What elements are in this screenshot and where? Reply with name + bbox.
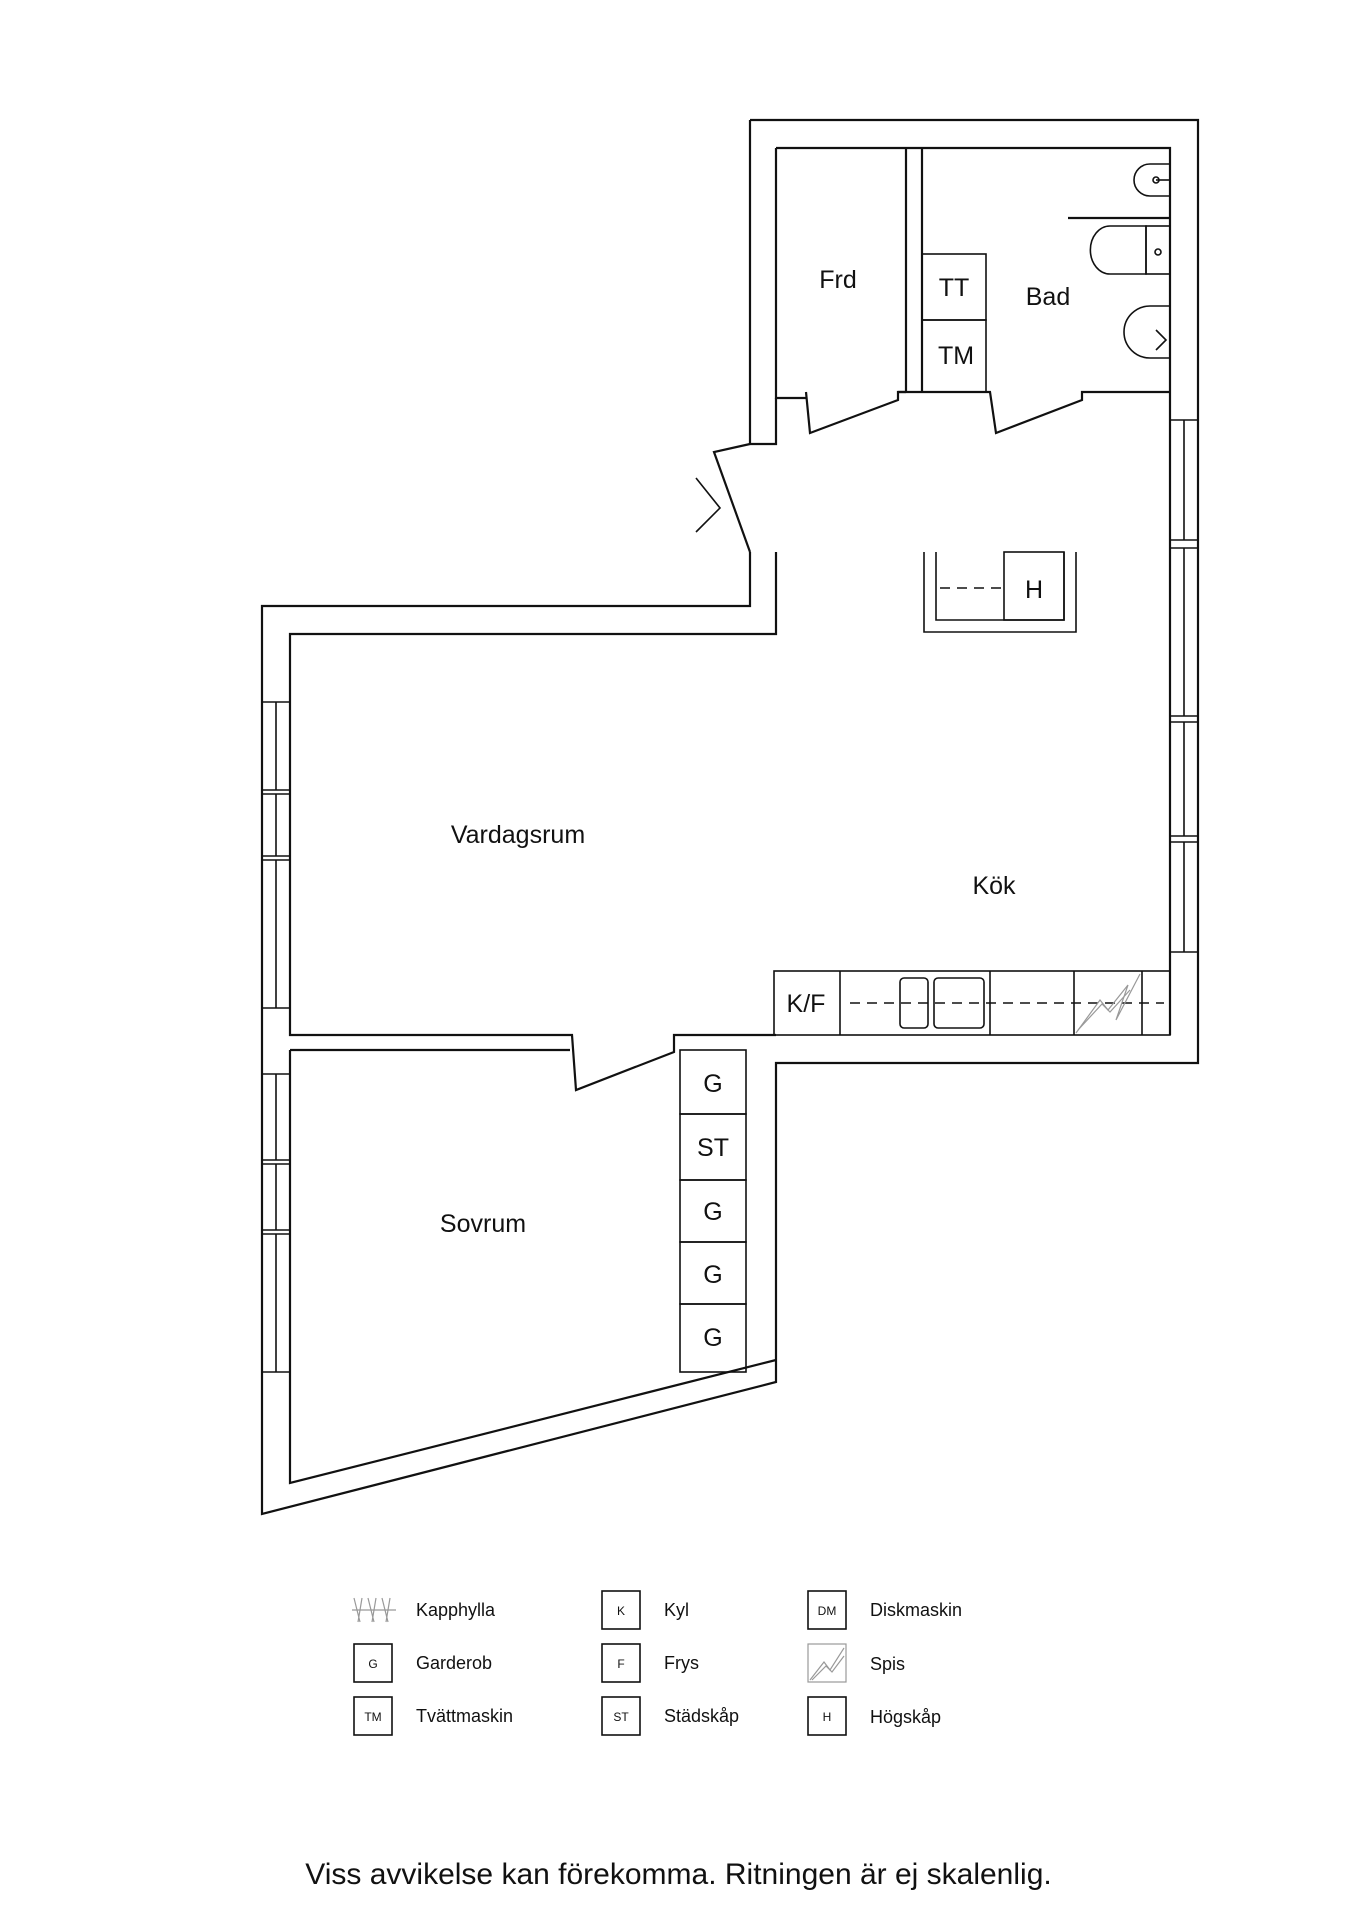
- room-label-bad: Bad: [1026, 283, 1070, 311]
- legend-label: Garderob: [416, 1653, 492, 1673]
- legend-code: DM: [818, 1604, 837, 1618]
- box-icon: [601, 1696, 641, 1736]
- legend: Kapphylla G Garderob TM Tvättmaskin K Ky…: [352, 1590, 962, 1736]
- interior-walls: [288, 148, 1171, 1485]
- box-icon: [601, 1590, 641, 1630]
- legend-item-tvattmaskin: TM Tvättmaskin: [353, 1696, 513, 1736]
- legend-code: F: [617, 1657, 624, 1671]
- legend-label: Kyl: [664, 1600, 689, 1620]
- legend-item-kapphylla: Kapphylla: [352, 1597, 496, 1623]
- room-label-frd: Frd: [819, 266, 857, 294]
- box-icon: [353, 1696, 393, 1736]
- wardrobe-label-3: G: [703, 1261, 722, 1289]
- legend-label: Städskåp: [664, 1706, 739, 1726]
- box-icon: [353, 1643, 393, 1683]
- tt-label: TT: [939, 274, 970, 302]
- room-label-kok: Kök: [972, 872, 1016, 900]
- tm-label: TM: [938, 342, 974, 370]
- legend-item-frys: F Frys: [601, 1643, 699, 1683]
- legend-code: ST: [613, 1710, 629, 1724]
- room-label-sovrum: Sovrum: [440, 1210, 526, 1238]
- legend-label: Diskmaskin: [870, 1600, 962, 1620]
- st-label: ST: [697, 1134, 729, 1162]
- wardrobe-label-4: G: [703, 1324, 722, 1352]
- room-label-vardagsrum: Vardagsrum: [451, 821, 585, 849]
- legend-item-diskmaskin: DM Diskmaskin: [807, 1590, 962, 1630]
- stove-icon: [807, 1643, 847, 1683]
- bathroom-fixtures: [1068, 163, 1171, 359]
- legend-item-garderob: G Garderob: [353, 1643, 492, 1683]
- room-labels: Frd Bad Vardagsrum Kök Sovrum: [440, 266, 1070, 1238]
- h-label: H: [1025, 576, 1043, 604]
- disclaimer-note: Viss avvikelse kan förekomma. Ritningen …: [305, 1858, 1052, 1891]
- box-icon: [601, 1643, 641, 1683]
- coat-rack-icon: [352, 1597, 396, 1623]
- fixture-boxes: TT TM H K/F G ST G G G: [679, 253, 1077, 1373]
- outer-walls: [260, 118, 1200, 1516]
- wardrobe-label-1: G: [703, 1070, 722, 1098]
- legend-code: TM: [364, 1710, 381, 1724]
- legend-label: Kapphylla: [416, 1600, 496, 1620]
- legend-item-spis: Spis: [807, 1643, 905, 1683]
- windows: [262, 419, 1198, 1373]
- legend-code: G: [368, 1657, 377, 1671]
- legend-item-hogskap: H Högskåp: [807, 1696, 941, 1736]
- legend-item-kyl: K Kyl: [601, 1590, 689, 1630]
- kf-label: K/F: [787, 990, 826, 1018]
- box-icon: [807, 1590, 847, 1630]
- legend-code: H: [823, 1710, 832, 1724]
- wardrobe-label-2: G: [703, 1198, 722, 1226]
- legend-code: K: [617, 1604, 625, 1618]
- legend-label: Frys: [664, 1653, 699, 1673]
- legend-label: Högskåp: [870, 1707, 941, 1727]
- box-icon: [807, 1696, 847, 1736]
- legend-item-stadskap: ST Städskåp: [601, 1696, 739, 1736]
- legend-label: Spis: [870, 1654, 905, 1674]
- legend-label: Tvättmaskin: [416, 1706, 513, 1726]
